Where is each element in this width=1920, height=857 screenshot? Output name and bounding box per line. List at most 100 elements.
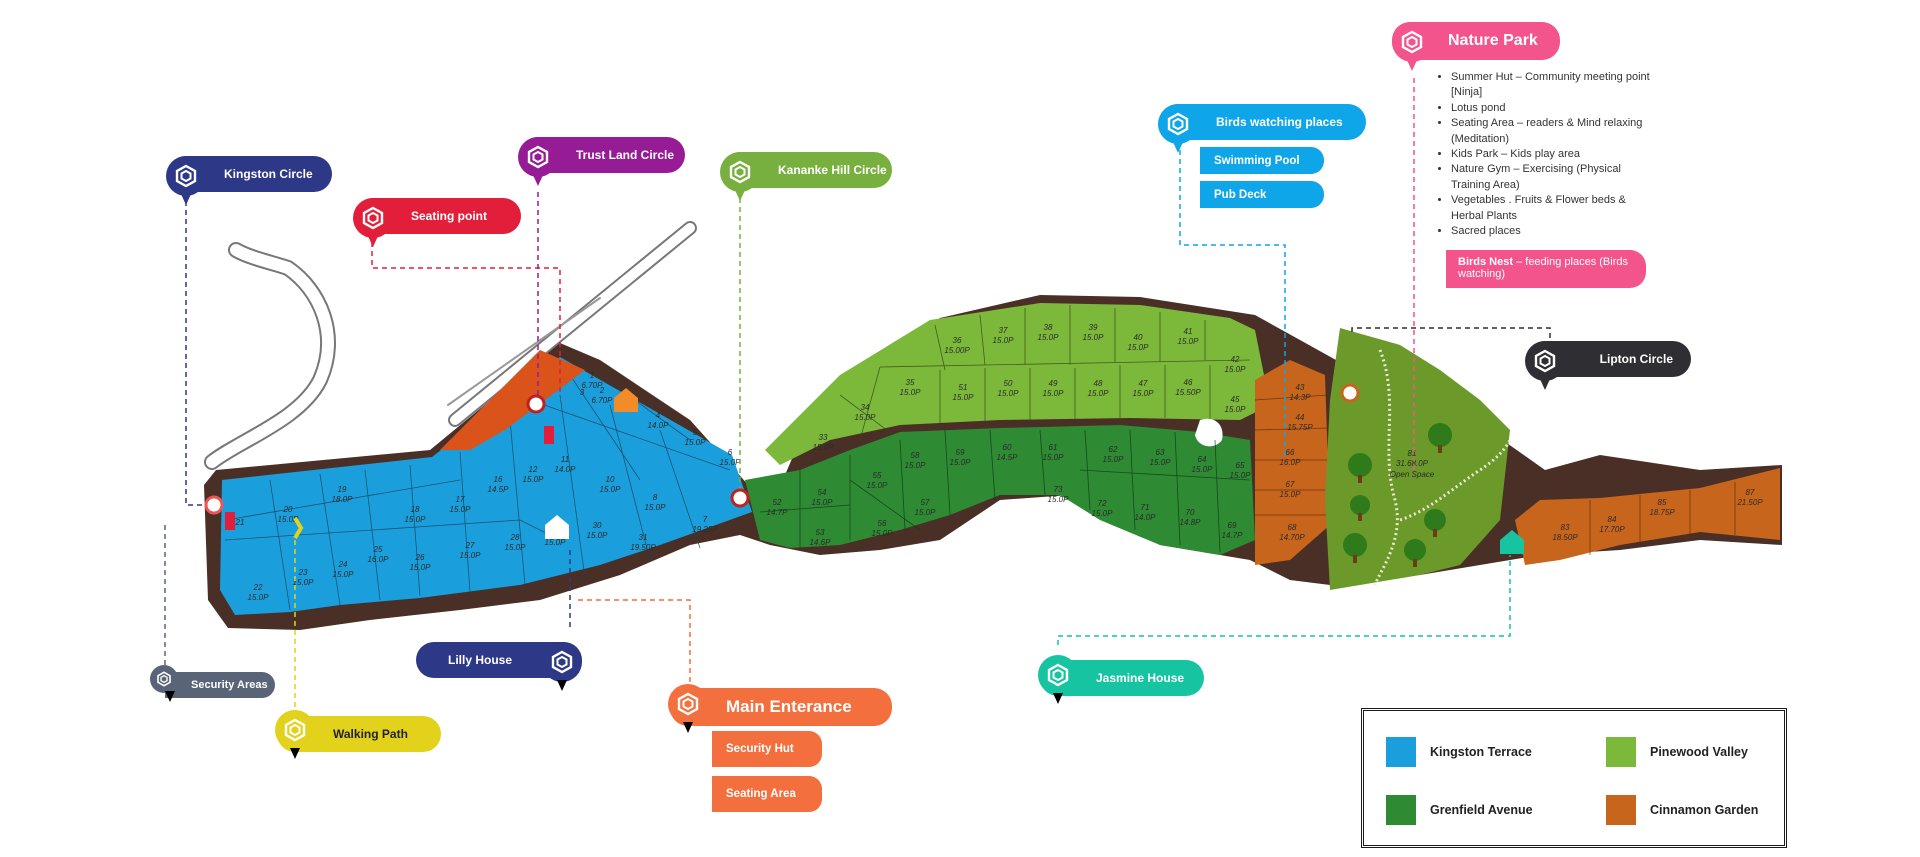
- pub-deck-box[interactable]: Pub Deck: [1200, 181, 1324, 208]
- lot-number: 25: [373, 545, 383, 554]
- walking-path-callout[interactable]: Walking Path: [277, 716, 441, 752]
- lot-number: 44: [1296, 413, 1305, 422]
- legend: Kingston Terrace Pinewood Valley Grenfie…: [1361, 708, 1787, 848]
- lot-size: 19.25P: [692, 525, 718, 534]
- security-areas-label: Security Areas: [191, 679, 268, 691]
- lot-size: 15.0P: [1043, 389, 1065, 398]
- main-entrance-label: Main Enterance: [726, 697, 852, 716]
- lot-size: 14.6P: [810, 538, 832, 547]
- lot-size: 21.50P: [1736, 498, 1763, 507]
- lot-size: 15.0P: [1083, 333, 1105, 342]
- lot-number: 53: [816, 528, 825, 537]
- lot-number: 38: [1044, 323, 1053, 332]
- zone-kingston-terrace: [220, 357, 752, 615]
- lot-size: 16.0P: [1280, 458, 1302, 467]
- lot-number: 2: [599, 386, 605, 395]
- lot-number: 28: [510, 533, 520, 542]
- seating-area-box[interactable]: Seating Area: [712, 776, 822, 812]
- legend-swatch-grenfield: [1386, 795, 1416, 825]
- swimming-pool-box[interactable]: Swimming Pool: [1200, 147, 1324, 174]
- birds-nest-desc: – feeding places (Birds watching): [1458, 256, 1628, 280]
- lot-size: 15.0P: [900, 388, 922, 397]
- kananke-hill-circle-label: Kananke Hill Circle: [778, 163, 887, 177]
- nature-park-features: Summer Hut – Community meeting point [Ni…: [1437, 70, 1651, 239]
- lot-size: 15.0P: [1178, 337, 1200, 346]
- lot-size: 15.0P: [545, 538, 567, 547]
- lot-size: 14.0P: [555, 465, 577, 474]
- lot-number: 18: [411, 505, 420, 514]
- lipton-circle-label: Lipton Circle: [1599, 352, 1673, 366]
- lot-number: 22: [253, 583, 263, 592]
- lot-number: 67: [1286, 480, 1295, 489]
- security-areas-callout[interactable]: Security Areas: [165, 672, 275, 698]
- legend-kingston-terrace: Kingston Terrace: [1386, 737, 1532, 767]
- lot-size: 15.50P: [1175, 388, 1201, 397]
- lot-size: 15.0P: [1088, 389, 1110, 398]
- lot-size: 15.0P: [872, 529, 894, 538]
- lot-number: 3: [580, 388, 585, 397]
- lot-number: 23: [298, 568, 308, 577]
- lot-size: 14.0P: [1135, 513, 1157, 522]
- lot-number: 69: [1228, 521, 1237, 530]
- lot-number: 42: [1231, 355, 1240, 364]
- zone-grenfield-avenue: [745, 418, 1255, 555]
- lipton-circle-icon: [1525, 341, 1565, 390]
- security-hut-box[interactable]: Security Hut: [712, 731, 822, 767]
- legend-label-pinewood: Pinewood Valley: [1650, 745, 1748, 759]
- lot-number: 66: [1286, 448, 1295, 457]
- lot-number: 48: [1094, 379, 1103, 388]
- lot-number: 26: [415, 553, 425, 562]
- lot-size: 15.0P: [855, 413, 877, 422]
- security-hut-label: Security Hut: [726, 743, 794, 755]
- nature-feature: Kids Park – Kids play area: [1451, 147, 1651, 162]
- lot-number: 31: [639, 533, 648, 542]
- lot-number: 4: [656, 411, 661, 420]
- security-areas-icon: [150, 665, 178, 702]
- lot-size: 15.0P: [915, 508, 937, 517]
- lot-size: 15.0P: [505, 543, 527, 552]
- lot-number: 7: [703, 515, 708, 524]
- lot-81-number: 81: [1408, 449, 1417, 458]
- legend-grenfield-avenue: Grenfield Avenue: [1386, 795, 1533, 825]
- nature-park-title: Nature Park: [1448, 32, 1538, 49]
- legend-swatch-pinewood: [1606, 737, 1636, 767]
- lot-number: 49: [1049, 379, 1058, 388]
- lot-size: 15.0P: [600, 485, 622, 494]
- lot-number: 37: [999, 326, 1008, 335]
- lot-number: 68: [1288, 523, 1297, 532]
- lot-size: 19.50P: [630, 543, 656, 552]
- lot-size: 15.0P: [1043, 453, 1065, 462]
- open-space-label: Open Space: [1390, 470, 1435, 479]
- birds-nest-box[interactable]: Birds Nest – feeding places (Birds watch…: [1446, 250, 1646, 288]
- lot-size: 18.50P: [1552, 533, 1578, 542]
- lot-number: 10: [606, 475, 615, 484]
- lot-number: 52: [773, 498, 782, 507]
- lot-size: 15.00P: [944, 346, 970, 355]
- lot-size: 6.70P: [592, 396, 614, 405]
- kingston-circle-icon: [166, 156, 206, 205]
- lot-number: 65: [1236, 461, 1245, 470]
- lot-number: 73: [1054, 485, 1063, 494]
- lot-size: 15.0P: [1192, 465, 1214, 474]
- lot-size: 18.75P: [1649, 508, 1675, 517]
- lot-size: 15.0P: [405, 515, 427, 524]
- walking-path-icon: [275, 710, 315, 759]
- trust-land-circle-label: Trust Land Circle: [576, 148, 675, 162]
- lot-size: 15.0P: [720, 458, 742, 467]
- lot-number: 47: [1139, 379, 1148, 388]
- lot-size: 15.0P: [1103, 455, 1125, 464]
- lot-size: 14.5P: [997, 453, 1019, 462]
- lot-number: 21: [235, 518, 245, 527]
- zone-cinnamon-garden: [1254, 360, 1780, 565]
- lot-size: 15.0P: [293, 578, 315, 587]
- nature-feature: Lotus pond: [1451, 101, 1651, 116]
- lot-size: 15.0P: [685, 438, 707, 447]
- lot-size: 14.8P: [1180, 518, 1202, 527]
- lot-number: 55: [873, 471, 882, 480]
- lot-number: 87: [1746, 488, 1755, 497]
- lot-size: 14.7P: [767, 508, 789, 517]
- lot-number: 39: [1089, 323, 1098, 332]
- legend-label-kingston: Kingston Terrace: [1430, 745, 1532, 759]
- lot-size: 15.0P: [450, 505, 472, 514]
- nature-park-icon: [1392, 22, 1432, 71]
